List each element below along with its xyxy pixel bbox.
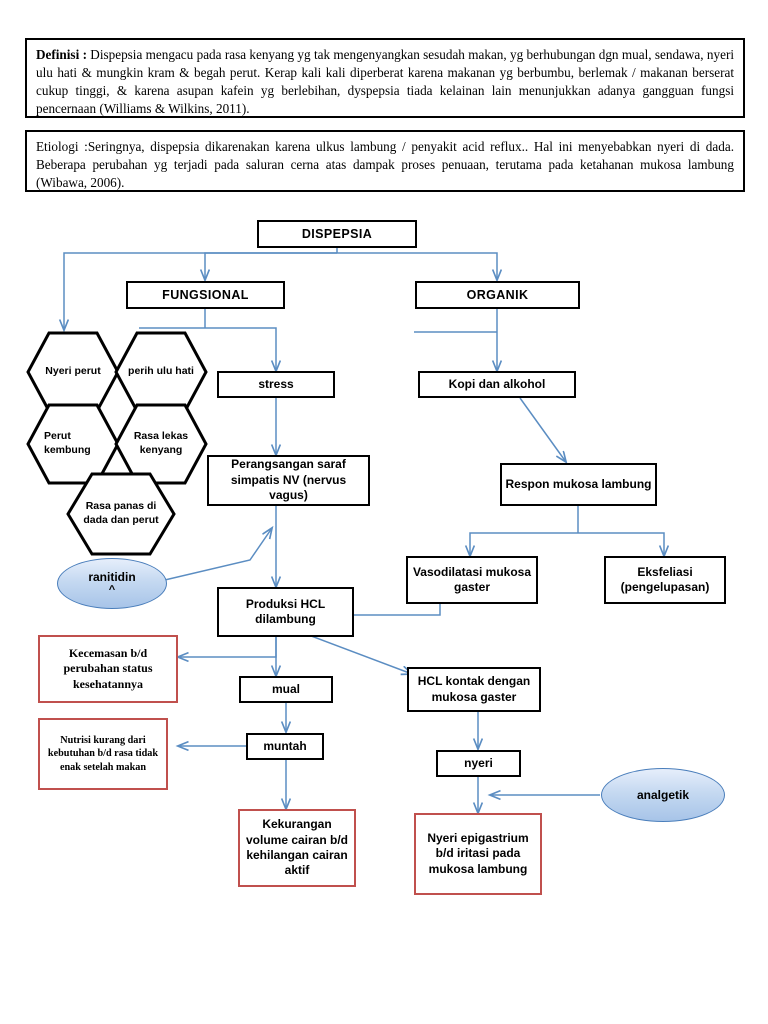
ellipse-ranitidin-sub: ^: [108, 584, 116, 597]
node-kecemasan: Kecemasan b/d perubahan status kesehatan…: [38, 635, 178, 703]
hexagon-rasa-lekas-kenyang-label: Rasa lekas kenyang: [133, 430, 189, 456]
node-hcl-kontak-label: HCL kontak dengan mukosa gaster: [417, 674, 531, 704]
node-nyeri-label: nyeri: [464, 755, 493, 770]
ellipse-ranitidin-label: ranitidin: [88, 569, 136, 584]
node-mual: mual: [239, 676, 333, 703]
node-fungsional-label: FUNGSIONAL: [162, 288, 249, 302]
hexagon-rasa-panas: Rasa panas di dada dan perut: [66, 472, 176, 556]
node-muntah-label: muntah: [263, 738, 307, 753]
node-stress-label: stress: [258, 376, 294, 391]
node-nutrisi-label: Nutrisi kurang dari kebutuhan b/d rasa t…: [47, 735, 159, 773]
node-nutrisi: Nutrisi kurang dari kebutuhan b/d rasa t…: [38, 718, 168, 790]
node-produksi-hcl-label: Produksi HCL dilambung: [245, 596, 326, 626]
node-kopi-alkohol: Kopi dan alkohol: [418, 371, 576, 398]
ellipse-analgetik-label: analgetik: [636, 787, 690, 802]
node-nyeri-epigastrium-label: Nyeri epigastrium b/d iritasi pada mukos…: [427, 830, 529, 876]
etiologi-text: Etiologi :Seringnya, dispepsia dikarenak…: [36, 139, 734, 190]
node-vasodilatasi: Vasodilatasi mukosa gaster: [406, 556, 538, 604]
node-kekurangan-cairan-label: Kekurangan volume cairan b/d kehilangan …: [245, 817, 349, 878]
ellipse-ranitidin: ranitidin ^: [57, 558, 167, 609]
node-vasodilatasi-label: Vasodilatasi mukosa gaster: [412, 564, 532, 594]
definisi-label: Definisi :: [36, 47, 87, 62]
node-respon-mukosa: Respon mukosa lambung: [500, 463, 657, 506]
node-dispepsia-label: DISPEPSIA: [301, 227, 373, 241]
hexagon-nyeri-perut-label: Nyeri perut: [45, 365, 101, 378]
hexagon-perih-ulu-hati-label: perih ulu hati: [128, 365, 194, 378]
hexagon-shape: [114, 403, 208, 485]
etiologi-panel: Etiologi :Seringnya, dispepsia dikarenak…: [25, 130, 745, 192]
node-perangsangan-saraf: Perangsangan saraf simpatis NV (nervus v…: [207, 455, 370, 506]
hexagon-perut-kembung-label: Perut kembung: [44, 430, 91, 456]
hexagon-shape: [66, 472, 176, 556]
node-nyeri-epigastrium: Nyeri epigastrium b/d iritasi pada mukos…: [414, 813, 542, 895]
node-produksi-hcl: Produksi HCL dilambung: [217, 587, 354, 637]
node-eksfeliasi: Eksfeliasi (pengelupasan): [604, 556, 726, 604]
node-kekurangan-cairan: Kekurangan volume cairan b/d kehilangan …: [238, 809, 356, 887]
node-respon-mukosa-label: Respon mukosa lambung: [505, 476, 652, 491]
hexagon-rasa-lekas-kenyang: Rasa lekas kenyang: [114, 403, 208, 485]
definisi-text: Dispepsia mengacu pada rasa kenyang yg t…: [36, 47, 735, 116]
hexagon-rasa-panas-label: Rasa panas di dada dan perut: [83, 500, 159, 526]
definisi-panel: Definisi : Dispepsia mengacu pada rasa k…: [25, 38, 745, 118]
ellipse-analgetik: analgetik: [601, 768, 725, 822]
node-stress: stress: [217, 371, 335, 398]
node-muntah: muntah: [246, 733, 324, 760]
node-mual-label: mual: [271, 681, 300, 696]
node-dispepsia: DISPEPSIA: [257, 220, 417, 248]
hexagon-perih-ulu-hati: perih ulu hati: [114, 331, 208, 413]
node-fungsional: FUNGSIONAL: [126, 281, 285, 309]
hexagon-nyeri-perut: Nyeri perut: [26, 331, 120, 413]
node-eksfeliasi-label: Eksfeliasi (pengelupasan): [620, 564, 710, 594]
node-perangsangan-saraf-label: Perangsangan saraf simpatis NV (nervus v…: [230, 457, 347, 503]
node-kopi-alkohol-label: Kopi dan alkohol: [448, 376, 546, 391]
node-kecemasan-label: Kecemasan b/d perubahan status kesehatan…: [63, 645, 153, 691]
node-hcl-kontak: HCL kontak dengan mukosa gaster: [407, 667, 541, 712]
node-organik: ORGANIK: [415, 281, 580, 309]
node-organik-label: ORGANIK: [466, 288, 529, 302]
node-nyeri: nyeri: [436, 750, 521, 777]
